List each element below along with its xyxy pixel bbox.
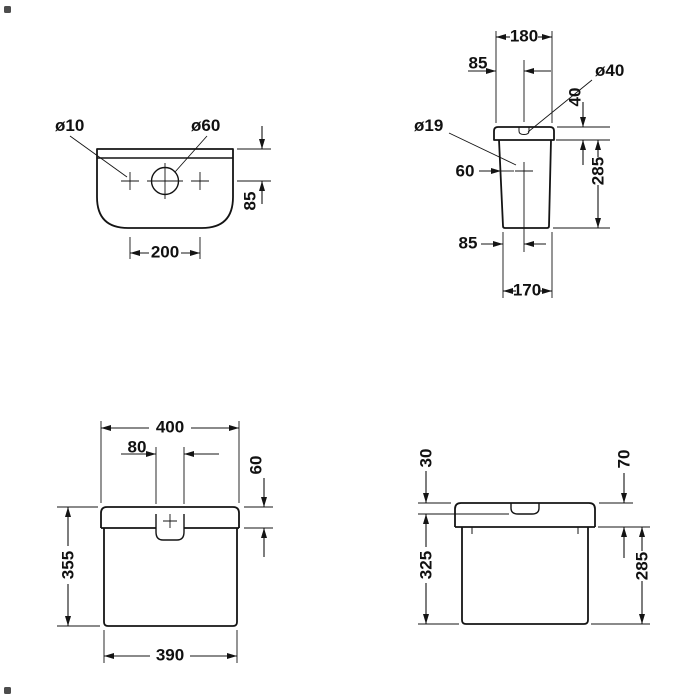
rear-height-below-lid-text: 285 [633,552,652,580]
side-top-depth-text: 180 [510,27,538,46]
rear-lid-outline [454,502,596,527]
front-button-center-mark [163,514,177,528]
dim-side-bottom-depth: 170 [503,232,553,300]
rear-body-outline [461,527,589,625]
view-plan: ø10 ø60 85 200 [55,116,271,262]
rear-lid-ticks [471,527,579,534]
front-button-outline [155,514,185,541]
side-front-to-top-hole-text: 85 [469,54,488,73]
side-lid-hole-notch [518,127,530,136]
label-plan-center-hole: ø60 [174,116,220,173]
side-top-hole-leader [527,79,593,133]
plan-top-to-holes-text: 85 [241,192,260,211]
corner-mark-bottom-left [4,687,11,694]
side-side-hole-leader [448,132,517,166]
dim-plan-top-to-holes: 85 [237,126,271,210]
front-lid-height-text: 60 [247,456,266,475]
dim-plan-hole-spacing: 200 [129,237,201,262]
plan-center-hole-leader [174,135,208,173]
plan-left-hole-mark [121,172,139,190]
dim-front-bottom-width: 390 [103,630,238,665]
dim-rear-lid-height: 70 [598,450,650,558]
dim-front-lid-height: 60 [244,456,273,557]
rear-button-outline [510,503,540,515]
front-lid-outline [100,506,240,528]
side-bottom-depth-text: 170 [513,281,541,300]
dim-rear-height-to-recess: 325 [417,514,459,625]
view-rear: 30 70 325 285 [417,449,652,625]
rear-recess-depth-text: 30 [417,449,436,468]
dim-side-top-depth: 180 [495,27,553,123]
label-plan-small-hole: ø10 [55,116,128,178]
label-side-top-hole: ø40 [527,61,624,133]
front-top-width-text: 400 [156,418,184,437]
dim-front-total-height: 355 [57,506,100,627]
plan-right-hole-mark [191,172,209,190]
dim-side-lid-height: 40 [556,88,610,165]
side-side-hole-text: ø19 [414,116,443,135]
corner-mark-top-left [4,6,11,13]
side-lid-height-text: 40 [566,88,585,107]
dim-side-front-to-side-hole: 60 [456,162,514,181]
dim-side-front-to-top-hole: 85 [468,54,551,122]
plan-flush-hole-centerlines [147,163,183,199]
plan-small-hole-text: ø10 [55,116,84,135]
side-body-outline [498,139,552,229]
side-lid-outline [493,126,555,141]
dim-front-top-width: 400 [100,418,240,503]
rear-height-to-recess-text: 325 [417,551,436,579]
view-front: 400 80 60 355 390 [57,418,273,665]
plan-hole-spacing-text: 200 [151,243,179,262]
front-bottom-width-text: 390 [156,646,184,665]
front-body-outline [103,528,238,627]
side-body-height-text: 285 [589,157,608,185]
dim-rear-height-below-lid: 285 [591,527,652,625]
front-button-width-text: 80 [128,438,147,457]
front-total-height-text: 355 [59,551,78,579]
plan-outline [96,148,234,229]
view-side: 180 85 ø40 ø19 60 40 [414,27,624,300]
side-top-hole-text: ø40 [595,61,624,80]
side-inlet-hole-mark [515,162,533,180]
dim-side-front-to-hole-bottom: 85 [459,180,546,298]
side-front-to-hole-bottom-text: 85 [459,234,478,253]
plan-center-hole-text: ø60 [191,116,220,135]
rear-lid-height-text: 70 [615,450,634,469]
dim-side-body-height: 285 [553,140,610,229]
dim-rear-recess-depth: 30 [417,449,509,515]
label-side-side-hole: ø19 [414,116,517,166]
side-front-to-side-hole-text: 60 [456,162,475,181]
plan-small-hole-leader [69,135,128,178]
dim-front-button-width: 80 [121,438,219,504]
